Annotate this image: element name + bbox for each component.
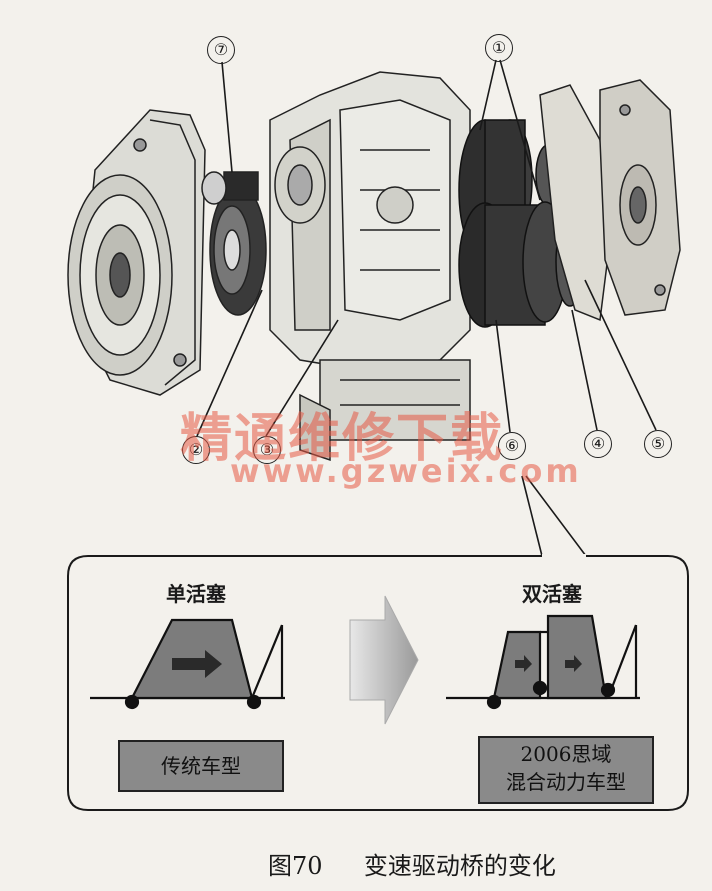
callout-7: ⑦ — [207, 36, 235, 64]
pulley-7 — [201, 171, 267, 316]
civic-hybrid-label: 2006思域 混合动力车型 — [478, 736, 654, 804]
callout-6: ⑥ — [498, 432, 526, 460]
right-cover — [539, 79, 681, 322]
dual-piston-title: 双活塞 — [522, 582, 582, 606]
figure-title: 变速驱动桥的变化 — [363, 852, 556, 880]
civic-hybrid-line1: 2006思域 — [520, 742, 612, 766]
callout-2: ② — [182, 436, 210, 464]
single-piston-diagram — [90, 618, 285, 710]
civic-hybrid-line2: 混合动力车型 — [506, 770, 626, 794]
single-piston-title: 单活塞 — [166, 582, 226, 606]
conventional-model-label: 传统车型 — [118, 740, 284, 792]
motor-assembly — [67, 109, 206, 396]
callout-1: ① — [485, 34, 513, 62]
watermark-text: 精通维修下载 — [180, 409, 505, 469]
transmission-housing — [269, 71, 471, 462]
callout-3: ③ — [253, 436, 281, 464]
callout-4: ④ — [584, 430, 612, 458]
figure-number: 图70 — [268, 852, 323, 880]
watermark-url: www.gzweix.com — [230, 452, 582, 490]
change-arrow — [349, 595, 419, 725]
figure-caption: 图70 变速驱动桥的变化 — [268, 846, 556, 881]
callout-5: ⑤ — [644, 430, 672, 458]
leader-lines — [196, 59, 657, 557]
dual-piston-diagram — [446, 614, 640, 710]
